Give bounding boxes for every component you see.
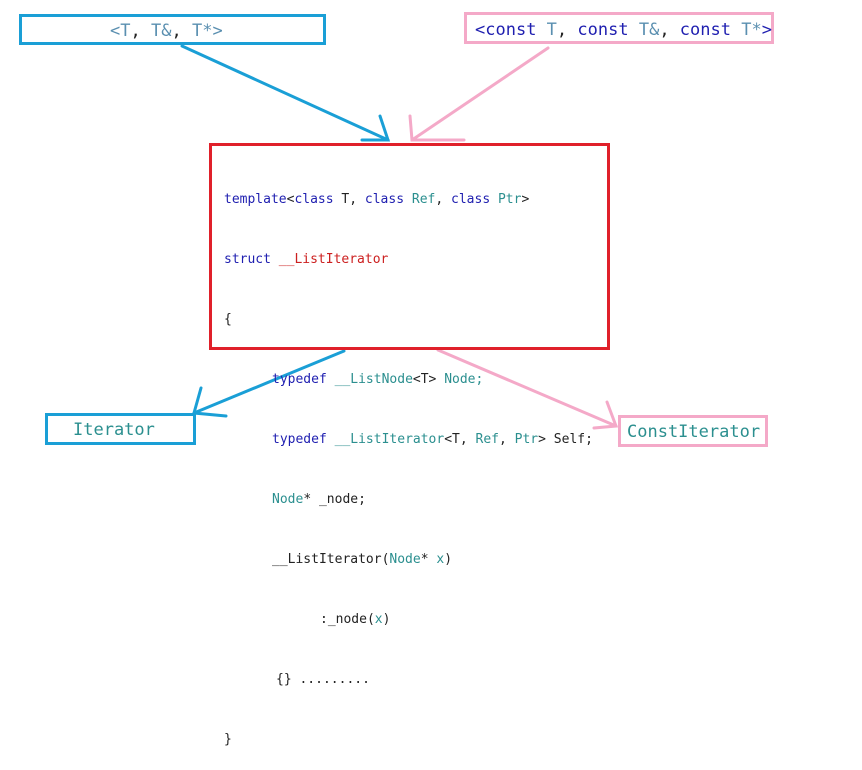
code-line-template: template<class T, class Ref, class Ptr> [224, 192, 530, 207]
template-code-box [209, 143, 610, 350]
arrow-typeparams-to-template [180, 44, 391, 142]
const-iterator-label: ConstIterator [627, 422, 761, 442]
arrow-template-to-constiterator [436, 348, 619, 430]
type-params-box: <T, T&, T*> [19, 14, 326, 45]
iterator-label: Iterator [73, 420, 155, 440]
code-line-typedef-node: typedef __ListNode<T> Node; [272, 372, 484, 387]
const-iterator-box: ConstIterator [618, 415, 768, 447]
const-type-params-box: <const T, const T&, const T*> [464, 12, 774, 44]
code-line-initializer: :_node(x) [320, 612, 391, 627]
code-block: template<class T, class Ref, class Ptr> … [224, 150, 593, 770]
code-line-node-member: Node* _node; [272, 492, 366, 507]
code-line-body: {} ......... [276, 672, 370, 687]
const-type-params-text: <const T, const T&, const T*> [475, 20, 772, 40]
code-line-constructor: __ListIterator(Node* x) [272, 552, 453, 567]
code-line-close-brace: } [224, 732, 232, 747]
code-line-typedef-self: typedef __ListIterator<T, Ref, Ptr> Self… [272, 432, 593, 447]
code-line-struct: struct __ListIterator [224, 252, 389, 267]
type-params-text: <T, T&, T*> [110, 21, 223, 41]
arrow-const-typeparams-to-template [408, 46, 550, 142]
code-line-open-brace: { [224, 312, 232, 327]
iterator-box: Iterator [45, 413, 196, 445]
